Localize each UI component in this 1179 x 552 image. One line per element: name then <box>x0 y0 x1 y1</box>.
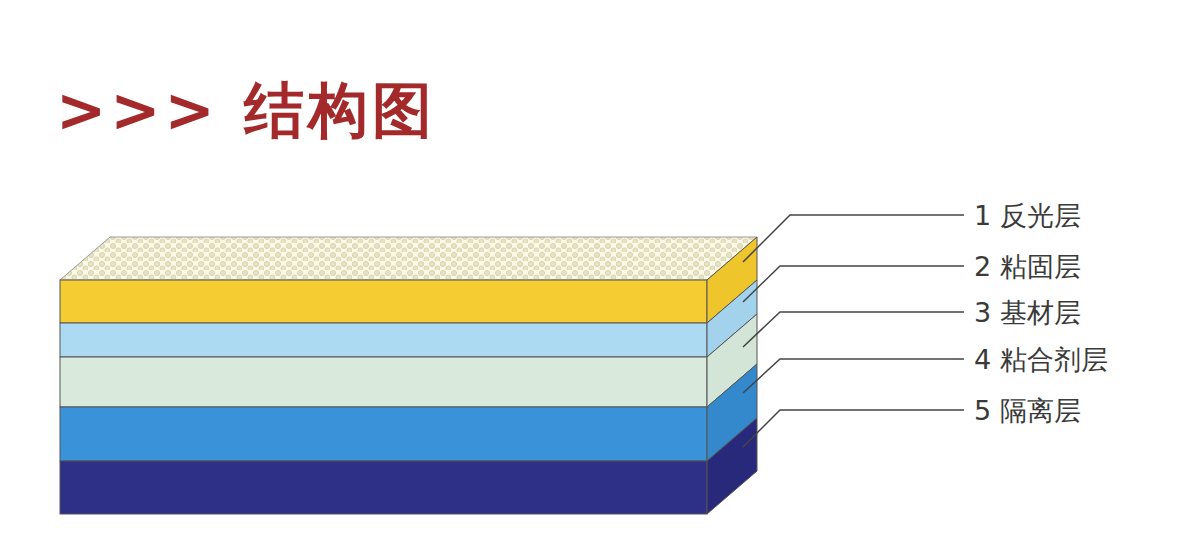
leader-line <box>743 215 964 262</box>
layer-label: 5 隔离层 <box>974 397 1081 424</box>
diagram-title: >>> 结构图 <box>56 80 436 140</box>
reflective-layer <box>60 280 707 323</box>
release-layer <box>60 461 707 514</box>
substrate-layer <box>60 357 707 407</box>
release-layer-side <box>707 418 757 514</box>
layer-label: 3 基材层 <box>974 299 1081 326</box>
leader-line <box>743 410 964 447</box>
layer-label: 4 粘合剂层 <box>974 346 1108 373</box>
leader-line <box>743 359 964 393</box>
reflective-surface <box>60 237 757 280</box>
layer-label: 2 粘固层 <box>974 253 1081 280</box>
bonding-layer <box>60 323 707 357</box>
leader-line <box>743 312 964 347</box>
leader-line <box>743 266 964 302</box>
layer-label: 1 反光层 <box>974 202 1081 229</box>
adhesive-layer <box>60 407 707 461</box>
